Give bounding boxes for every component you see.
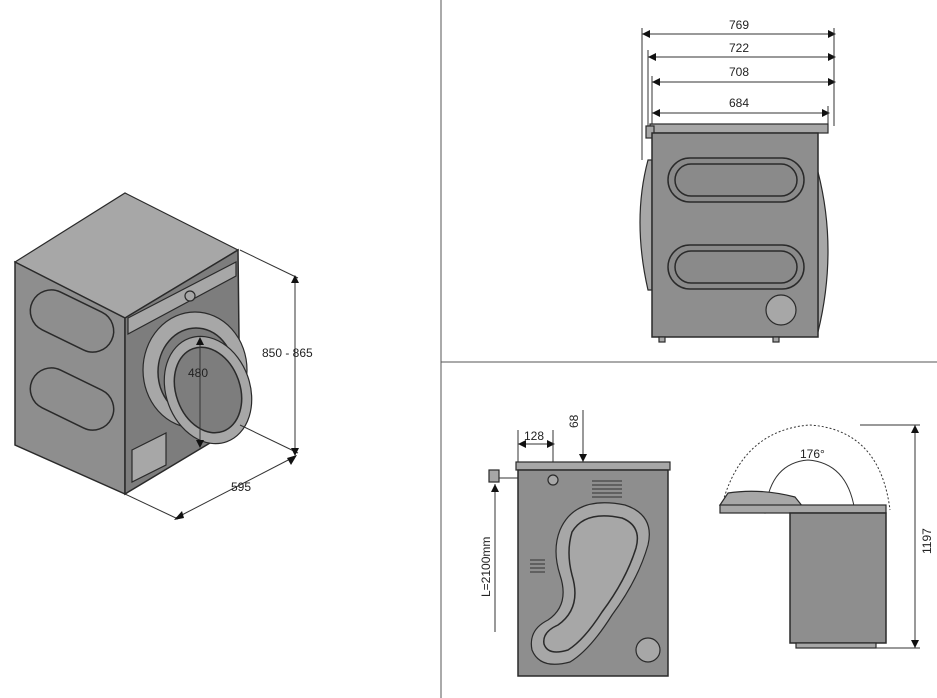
arrow-head-down — [579, 454, 587, 462]
rear-hose-port-icon — [547, 474, 559, 486]
arrow-head-down — [911, 640, 919, 648]
door-bulge — [639, 159, 653, 291]
arrow-head-down — [291, 448, 299, 456]
arrow-head-up — [491, 484, 499, 492]
arrow-head-left — [518, 440, 526, 448]
arrow-head-up — [911, 425, 919, 433]
hose-height-label: 68 — [567, 414, 581, 428]
side-view: 769 722 708 684 — [639, 18, 836, 343]
arrow-head-left — [652, 109, 660, 117]
open-door-glass — [173, 346, 243, 434]
top-surface — [719, 504, 887, 514]
rear-view: 128 68 L=2100mm — [479, 410, 671, 677]
arrow-head-left — [174, 511, 184, 520]
side-vent — [530, 559, 545, 573]
condenser-duct — [530, 502, 650, 665]
arrow-head-right — [287, 455, 297, 465]
width-extension-left — [124, 493, 179, 520]
open-height-label: 1197 — [920, 528, 934, 554]
side-oval-lower-inner — [674, 250, 798, 284]
door-swing-arc — [721, 424, 891, 511]
arrow-head-up — [291, 275, 299, 283]
arrow-head-up — [196, 337, 204, 345]
vent-slots — [592, 480, 622, 498]
door-opening-label: 480 — [188, 366, 208, 380]
side-oval-upper — [667, 157, 805, 203]
arrow-head-right — [828, 78, 836, 86]
depth-684-label: 684 — [729, 96, 749, 110]
arrow-head-right — [828, 30, 836, 38]
depth-769-label: 769 — [729, 18, 749, 32]
drain-port-icon — [635, 637, 661, 663]
width-dimension-line — [175, 456, 295, 519]
opened-door — [718, 490, 805, 508]
control-knob-icon — [184, 290, 196, 302]
rear-port-icon — [765, 294, 797, 326]
power-plug-icon — [488, 469, 500, 483]
angle-arc — [764, 459, 856, 513]
top-lid-front — [645, 125, 655, 139]
arrow-head-down — [196, 440, 204, 448]
top-lid — [649, 123, 829, 134]
width-label: 595 — [231, 480, 251, 494]
arrow-head-left — [648, 53, 656, 61]
depth-722-label: 722 — [729, 41, 749, 55]
foot-front — [658, 336, 666, 343]
arrow-head-left — [652, 78, 660, 86]
open-view-base — [795, 642, 877, 649]
side-oval-lower — [29, 367, 115, 431]
foot-rear — [772, 336, 780, 343]
height-label: 850 - 865 — [262, 346, 313, 360]
filter-panel — [131, 432, 167, 483]
height-extension-bottom — [239, 424, 299, 454]
hose-offset-label: 128 — [524, 429, 544, 443]
side-oval-upper-inner — [674, 163, 798, 197]
rear-bulge — [817, 171, 829, 333]
control-panel — [127, 261, 237, 336]
open-view-body — [789, 512, 887, 644]
depth-708-label: 708 — [729, 65, 749, 79]
door-angle-label: 176° — [800, 447, 825, 461]
arrow-head-right — [828, 53, 836, 61]
arrow-head-right — [547, 440, 555, 448]
height-extension-top — [239, 249, 299, 279]
hose-length-label: L=2100mm — [479, 537, 493, 597]
rear-top-lid — [515, 461, 671, 471]
arrow-head-left — [642, 30, 650, 38]
side-oval-upper — [29, 289, 115, 353]
condenser-duct-inner — [543, 515, 639, 653]
side-oval-lower — [667, 244, 805, 290]
isometric-view: 480 850 - 865 595 — [13, 192, 313, 520]
arrow-head-right — [822, 109, 830, 117]
open-door-view: 176° 1197 — [718, 424, 934, 649]
